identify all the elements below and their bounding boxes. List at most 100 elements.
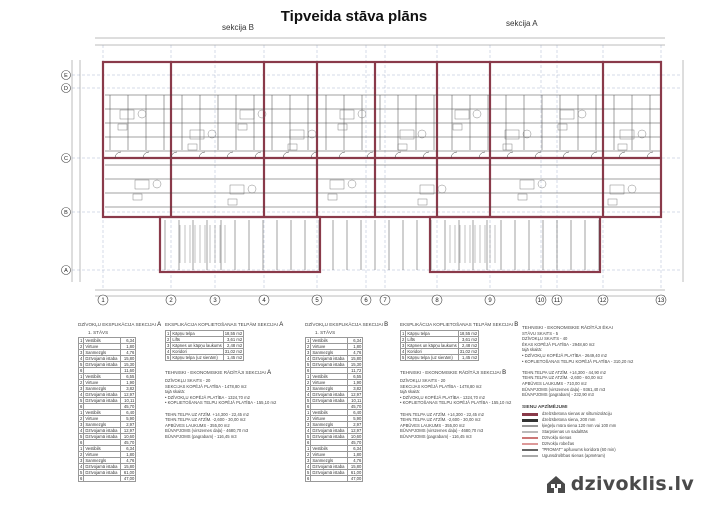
note-line: ĒKAS KOPĒJĀ PLATĪBA - 2948,60 m2 <box>522 341 595 347</box>
furniture-icon <box>504 129 520 140</box>
door-arc-icon <box>142 151 150 159</box>
axis-marker-icon <box>311 294 323 306</box>
table-cell: Dzīvojamā istaba <box>83 397 122 404</box>
door-arc-icon <box>198 151 206 159</box>
table-cell: Dzīvojamā istaba <box>83 355 122 362</box>
legend-item: Dzīvokļu robežas <box>522 441 616 447</box>
note-line: APBŪVES LAUKUMS - 355,00 m2 <box>400 422 465 428</box>
door-arc-icon <box>646 151 654 159</box>
furniture-icon <box>522 129 532 139</box>
table-cell: Dzīvojamā istaba <box>83 391 122 398</box>
door-arc-icon <box>170 151 178 159</box>
table-cell: 31,02 m2 <box>222 348 245 355</box>
axis-marker-icon <box>379 294 391 306</box>
axis-label: 4 <box>262 298 266 304</box>
axis-marker-icon <box>209 294 221 306</box>
axis-marker-icon <box>97 294 109 306</box>
axis-marker-icon <box>551 294 563 306</box>
door-arc-icon <box>226 151 234 159</box>
table-cell: Kāpņu telpa (uz sienām) <box>170 354 224 361</box>
door-arc-icon <box>506 151 514 159</box>
table-cell: 18,55 m2 <box>457 330 480 337</box>
legend-swatch-icon <box>522 455 538 457</box>
table-cell: Dzīvojamā istaba <box>83 361 122 368</box>
note-line: TEHN.TELPA UZ ATZĪM. -2,600 - 30,00 m2 <box>400 417 481 423</box>
table-cell: Dzīvojamā istaba <box>310 397 349 404</box>
table-b1-floor: 1. STĀVS <box>315 330 336 335</box>
axis-marker-icon <box>597 294 609 306</box>
note-line: BŪVAPJOMS (pagrabam) - 232,90 m3 <box>522 392 594 398</box>
furniture-icon <box>437 184 447 194</box>
furniture-icon <box>607 198 618 206</box>
door-arc-icon <box>590 151 598 159</box>
legend-label: Ugunsdrošības sienas (apmēram) <box>542 453 606 458</box>
axis-label: 10 <box>538 298 545 304</box>
table-cell: 6 <box>304 475 312 482</box>
legend-label: Dzīvokļu robežas <box>542 441 575 446</box>
table-cell: 47,00 <box>347 475 364 482</box>
section-a-label: sekcija A <box>506 19 538 28</box>
furniture-icon <box>454 109 470 120</box>
note-line: • DZĪVOKĻU KOPĒJĀ PLATĪBA - 2649,40 m2 <box>522 352 607 358</box>
door-arc-icon <box>366 151 374 159</box>
furniture-icon <box>347 179 357 189</box>
furniture-icon <box>207 129 217 139</box>
door-arc-icon <box>394 151 402 159</box>
note-line: APBŪVES LAUKUMS - 710,00 m2 <box>522 380 587 386</box>
note-line: • KOPLIETOŠANAS TELPU KOPĒJĀ PLATĪBA - 1… <box>400 400 512 406</box>
axis-label: 1 <box>101 298 105 304</box>
door-arc-icon <box>618 151 626 159</box>
wall-legend: SIENU APZĪMĒJUMI dzelzsbetona sienas ar … <box>522 405 616 459</box>
furniture-icon <box>617 143 628 151</box>
table-cell: 10,60 <box>347 433 364 440</box>
note-line: TEHN.TELPA UZ ATZĪM. +14,300 - 22,45 m2 <box>165 411 249 417</box>
note-line: • DZĪVOKĻU KOPĒJĀ PLATĪBA - 1324,70 m2 <box>400 394 485 400</box>
axis-marker-icon <box>655 294 667 306</box>
table-cell: 12,97 <box>347 391 364 398</box>
furniture-icon <box>337 123 348 131</box>
table-cell: 15,80 <box>347 355 364 362</box>
note-line: • DZĪVOKĻU KOPĒJĀ PLATĪBA - 1324,70 m2 <box>165 394 250 400</box>
table-cell: 18,55 m2 <box>222 330 245 337</box>
axis-label: 8 <box>435 298 439 304</box>
table-cell: 31,02 m2 <box>457 348 480 355</box>
legend-header: SIENU APZĪMĒJUMI <box>522 405 568 410</box>
watermark: dzivoklis.lv <box>545 473 694 495</box>
note-line: TEHN.TELPA UZ ATZĪM. +14,300 - 22,45 m2 <box>400 411 484 417</box>
table-cell: 1,45 m2 <box>222 354 245 361</box>
table-cell: Dzīvojamā istaba <box>310 433 349 440</box>
furniture-icon <box>577 109 587 119</box>
table-a1-floor: 1. STĀVS <box>88 330 109 335</box>
table-cell: 3,61 m2 <box>222 336 245 343</box>
axis-marker-icon <box>61 83 71 93</box>
legend-label: dzelzsbetona siena, 200 mm <box>542 417 596 422</box>
axis-label: D <box>64 86 68 92</box>
axis-marker-icon <box>258 294 270 306</box>
table-cell: Dzīvojamā istaba <box>310 463 349 470</box>
legend-item: "PROMAT" apšuvums koridorā (60 min) <box>522 447 616 453</box>
table-cell: Dzīvojamā istaba <box>83 433 122 440</box>
furniture-icon <box>609 184 625 195</box>
furniture-icon <box>357 109 367 119</box>
furniture-icon <box>239 109 255 120</box>
legend-swatch-icon <box>522 443 538 445</box>
axis-marker-icon <box>431 294 443 306</box>
note-line: • KOPLIETOŠANAS TELPU KOPĒJĀ PLATĪBA - 1… <box>165 400 277 406</box>
table-cell: 45,70 <box>120 403 137 410</box>
watermark-text: dzivoklis.lv <box>570 473 694 495</box>
note-line: BŪVAPJOMS (virszemes daļa) - 4680,70 m3 <box>400 428 484 434</box>
legend-swatch-icon <box>522 425 538 427</box>
